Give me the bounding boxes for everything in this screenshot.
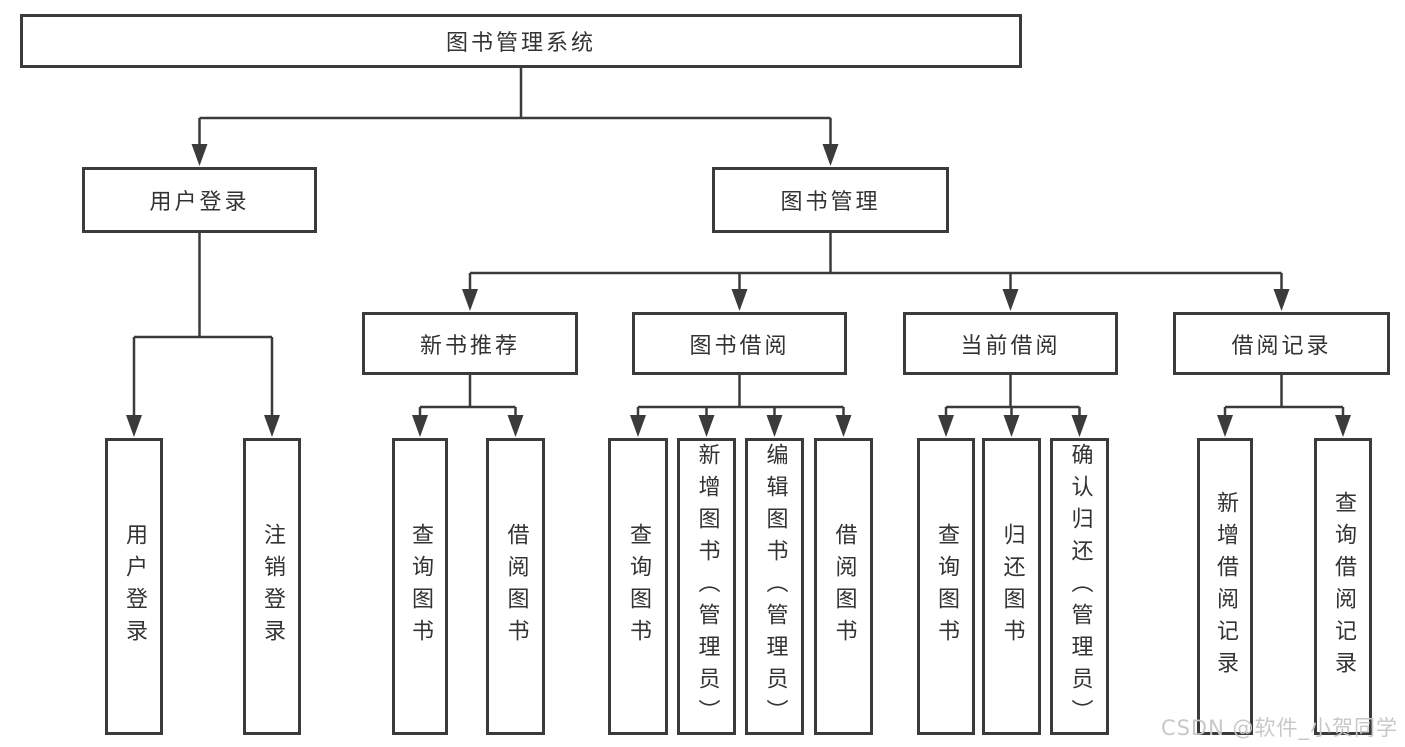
leaf-borrow-add-books-admin-label: 新增图书（管理员）: [694, 442, 720, 731]
connector-current-borrow-to-leaves: [938, 375, 1088, 437]
node-borrow-records-label: 借阅记录: [1231, 333, 1332, 359]
connector-book-borrow-to-leaves: [630, 375, 852, 437]
leaf-borrow-borrow-books-label: 借阅图书: [831, 522, 857, 651]
node-user-login-label: 用户登录: [149, 190, 250, 215]
leaf-records-add-record-label: 新增借阅记录: [1213, 490, 1238, 683]
leaf-newrec-borrow-books: 借阅图书: [486, 438, 545, 735]
node-library-system: 图书管理系统: [20, 14, 1022, 68]
leaf-borrow-query-books: 查询图书: [608, 438, 668, 735]
leaf-current-query-books-label: 查询图书: [934, 522, 959, 651]
node-borrow-records: 借阅记录: [1173, 312, 1390, 375]
leaf-current-confirm-return-admin-label: 确认归还（管理员）: [1067, 442, 1093, 731]
node-book-borrow: 图书借阅: [632, 312, 847, 375]
leaf-current-return-books-label: 归还图书: [999, 522, 1025, 651]
connector-book-mgmt-to-groups: [462, 233, 1290, 311]
node-new-book-recommend-label: 新书推荐: [419, 333, 520, 359]
leaf-borrow-edit-books-admin-label: 编辑图书（管理员）: [762, 442, 788, 731]
leaf-logout-login: 注销登录: [243, 438, 301, 735]
connector-user-login-to-leaves: [126, 233, 280, 437]
leaf-newrec-query-books-label: 查询图书: [408, 522, 433, 651]
leaf-current-query-books: 查询图书: [917, 438, 975, 735]
leaf-logout-login-label: 注销登录: [260, 522, 285, 651]
leaf-records-add-record: 新增借阅记录: [1197, 438, 1253, 735]
node-book-borrow-label: 图书借阅: [689, 333, 790, 359]
node-book-management: 图书管理: [712, 167, 949, 233]
node-library-system-label: 图书管理系统: [445, 31, 596, 56]
leaf-user-login: 用户登录: [105, 438, 163, 735]
leaf-newrec-borrow-books-label: 借阅图书: [503, 522, 529, 651]
leaf-borrow-borrow-books: 借阅图书: [814, 438, 873, 735]
connector-root-to-level2: [191, 68, 839, 166]
leaf-current-return-books: 归还图书: [982, 438, 1041, 735]
leaf-records-query-record: 查询借阅记录: [1314, 438, 1372, 735]
node-new-book-recommend: 新书推荐: [362, 312, 578, 375]
leaf-borrow-add-books-admin: 新增图书（管理员）: [677, 438, 736, 735]
node-book-management-label: 图书管理: [780, 190, 881, 215]
leaf-user-login-label: 用户登录: [122, 522, 147, 651]
leaf-newrec-query-books: 查询图书: [392, 438, 448, 735]
node-current-borrow: 当前借阅: [903, 312, 1118, 375]
leaf-borrow-query-books-label: 查询图书: [626, 522, 651, 651]
leaf-borrow-edit-books-admin: 编辑图书（管理员）: [745, 438, 804, 735]
node-current-borrow-label: 当前借阅: [960, 333, 1061, 359]
connector-new-recommend-to-leaves: [412, 375, 524, 437]
leaf-current-confirm-return-admin: 确认归还（管理员）: [1050, 438, 1109, 735]
node-user-login: 用户登录: [82, 167, 317, 233]
connector-borrow-records-to-leaves: [1217, 375, 1351, 437]
leaf-records-query-record-label: 查询借阅记录: [1331, 490, 1356, 683]
